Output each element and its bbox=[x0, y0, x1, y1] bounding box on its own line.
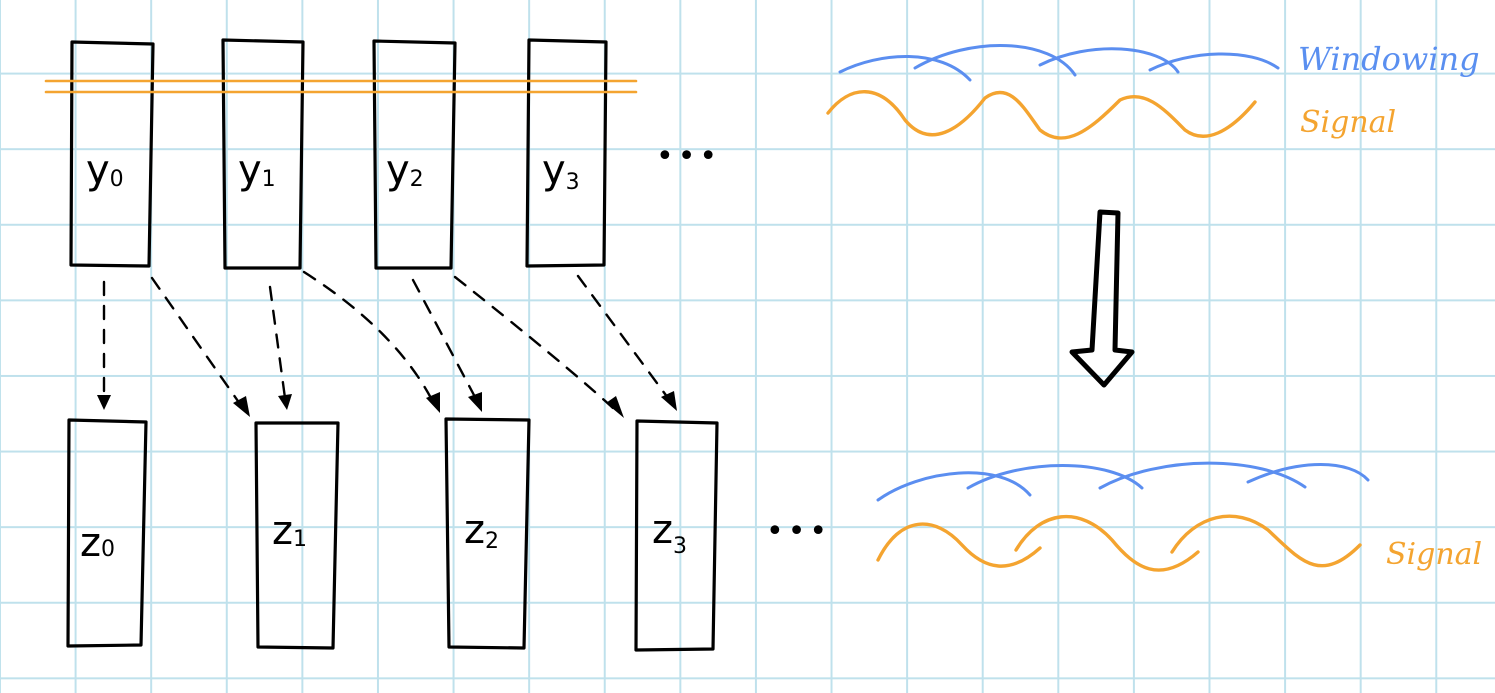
label-z0: z0 bbox=[80, 520, 115, 566]
arrow-y1-z2 bbox=[302, 270, 434, 402]
signal-label-top: Signal bbox=[1300, 105, 1396, 140]
box-z0 bbox=[66, 418, 148, 648]
box-y2 bbox=[372, 39, 457, 270]
arrowhead-y1-z2 bbox=[426, 392, 440, 413]
transform-arrow bbox=[1069, 209, 1135, 388]
signal-band-top bbox=[44, 79, 638, 94]
label-z1: z1 bbox=[272, 508, 307, 554]
box-y3 bbox=[525, 38, 608, 268]
arrowhead-y3-z3 bbox=[661, 391, 677, 411]
label-y2: y2 bbox=[386, 147, 424, 193]
arrowhead-y1-z1 bbox=[278, 394, 292, 410]
box-y0 bbox=[69, 40, 155, 268]
top-row: y0 y1 y2 y3 ••• bbox=[69, 38, 721, 270]
bottom-row: z0 z1 z2 z3 ••• bbox=[66, 417, 831, 652]
arrow-y0-z1 bbox=[150, 276, 242, 406]
arrowhead-y2-z3 bbox=[606, 396, 624, 418]
arrow-y2-z2 bbox=[411, 278, 477, 399]
ellipsis-top: ••• bbox=[656, 139, 721, 174]
arrow-y2-z3 bbox=[453, 275, 615, 410]
label-y3: y3 bbox=[542, 147, 580, 195]
windowing-label: Windowing bbox=[1298, 40, 1480, 78]
arrowhead-y0-z1 bbox=[233, 396, 250, 417]
signal-after bbox=[876, 514, 1362, 572]
box-y1 bbox=[221, 38, 305, 270]
label-y0: y0 bbox=[86, 147, 124, 193]
label-z3: z3 bbox=[652, 507, 687, 559]
label-y1: y1 bbox=[238, 147, 276, 193]
box-z2 bbox=[444, 417, 531, 650]
box-z1 bbox=[254, 421, 340, 650]
arrowhead-y2-z2 bbox=[468, 392, 482, 412]
arrow-y3-z3 bbox=[576, 274, 670, 400]
box-z3 bbox=[634, 419, 719, 652]
signal-before bbox=[826, 90, 1257, 140]
arrow-y1-z1 bbox=[268, 285, 287, 400]
arrowhead-y0-z0 bbox=[97, 395, 111, 410]
windowing-before bbox=[838, 44, 1280, 82]
ellipsis-bottom: ••• bbox=[766, 514, 831, 549]
windowing-after bbox=[876, 461, 1370, 502]
label-z2: z2 bbox=[464, 507, 499, 554]
signal-label-bottom: Signal bbox=[1386, 537, 1482, 572]
connection-arrows bbox=[97, 270, 677, 418]
